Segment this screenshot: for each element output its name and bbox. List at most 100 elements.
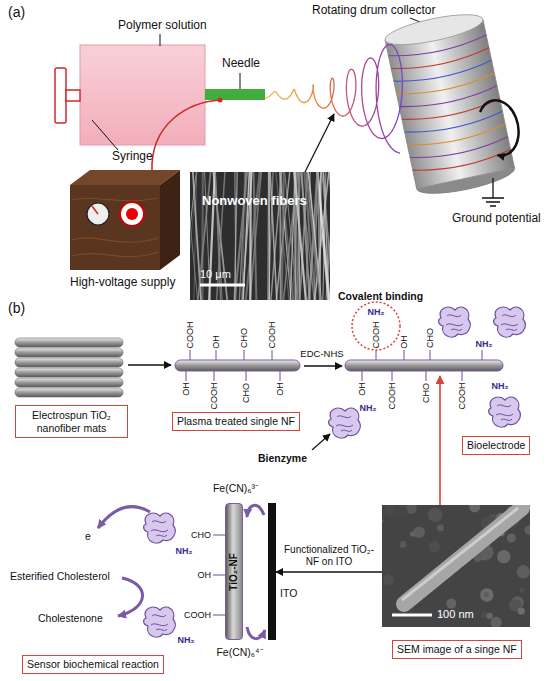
sem-image — [402, 508, 518, 600]
nanofiber-mat — [15, 338, 123, 397]
electrode-bar: ITO — [268, 503, 276, 640]
pointer-arrow — [312, 434, 330, 450]
scale-label: 10 μm — [200, 268, 231, 281]
drum-collector — [417, 168, 517, 200]
sem-grain — [518, 607, 525, 614]
sem-image — [200, 284, 245, 287]
fiber-wrap — [388, 35, 511, 176]
electron-label: e — [85, 530, 91, 542]
enzyme — [439, 307, 471, 337]
sem-image — [190, 172, 330, 300]
drum-collector — [383, 6, 529, 200]
nanofiber-rod — [15, 358, 123, 367]
reagent-label: EDC-NHS — [300, 349, 343, 360]
caption-text: SEM image of a singe NF — [397, 643, 517, 656]
group-label: COOH — [371, 322, 381, 349]
sem-grain — [453, 517, 458, 522]
fiber-streak — [294, 172, 306, 300]
caption-box: Sensor biochemical reaction — [22, 655, 164, 674]
amine-label: NH₂ — [368, 307, 385, 317]
sem-grain — [520, 588, 525, 593]
sem-grain — [394, 505, 408, 518]
group-label: OH — [198, 570, 212, 580]
leader-line — [240, 73, 241, 89]
fiber-wrap — [399, 86, 498, 113]
amine-label: NH₂ — [178, 635, 195, 645]
caption-box: Bioelectrode — [462, 436, 530, 455]
fiber-streak — [242, 172, 252, 300]
nanofiber-rod — [15, 338, 123, 347]
sem-grain — [400, 541, 407, 548]
fiber-streak — [294, 172, 305, 300]
sem-grain — [406, 505, 417, 514]
part-label: Syringe — [112, 150, 153, 164]
enzyme — [144, 607, 176, 637]
electrode-label: ITO — [280, 587, 297, 599]
fiber-streak — [267, 172, 269, 300]
amine-label: NH₂ — [176, 546, 193, 556]
group-label: CHO — [421, 383, 431, 403]
fiber-wrap — [397, 73, 496, 100]
fiber-streak — [315, 172, 329, 300]
fiber-wrap — [394, 60, 493, 87]
hv-supply — [70, 170, 180, 270]
note-label: Covalent binding — [338, 290, 423, 302]
sem-grain — [487, 613, 493, 619]
group-label: CHO — [425, 328, 435, 348]
part-label: Bienzyme — [258, 452, 307, 464]
single-nanofiber — [345, 360, 503, 371]
enzyme — [329, 408, 361, 438]
syringe — [66, 90, 80, 101]
caption-text: Bioelectrode — [467, 439, 525, 452]
caption-text: Sensor biochemical reaction — [27, 658, 159, 671]
fiber-wrap — [407, 124, 506, 151]
sem-grain — [413, 526, 425, 538]
sem-grain — [446, 599, 456, 609]
reaction-arrow — [98, 507, 150, 528]
fiber-streak — [234, 172, 237, 300]
group-label: OH — [181, 382, 191, 396]
group-label: COOH — [267, 322, 277, 349]
species-label: Esterified Cholesterol — [10, 570, 110, 582]
fiber-streak — [235, 172, 247, 300]
pointer-arrow — [439, 376, 441, 505]
sem-image — [380, 501, 534, 628]
caption-text: Electrospun TiO₂ nanofiber mats — [20, 409, 123, 434]
ground-symbol — [482, 178, 504, 206]
group-label: COOH — [185, 322, 195, 349]
panel-label: (b) — [8, 300, 25, 316]
fiber-streak — [270, 172, 277, 300]
species-label: Fe(CN)₆⁴⁻ — [216, 646, 263, 658]
hv-contact — [218, 98, 223, 103]
syringe — [55, 45, 205, 145]
group-label: OH — [357, 382, 367, 396]
sem-image — [190, 172, 330, 300]
leader-line — [160, 34, 161, 46]
caption-box: Electrospun TiO₂ nanofiber mats — [15, 405, 128, 438]
sem-grain — [491, 617, 502, 627]
part-label: High-voltage supply — [70, 276, 175, 290]
electrode-label: TiO₂-NF — [228, 553, 240, 591]
caption-text: Plasma treated single NF — [177, 415, 295, 428]
sem-image — [402, 508, 522, 604]
single-nanofiber — [175, 360, 300, 371]
syringe — [80, 45, 205, 145]
bond-line — [186, 350, 280, 381]
fiber-wrap — [410, 137, 509, 164]
nanofiber-rod — [15, 348, 123, 357]
panel-label: (a) — [8, 4, 25, 20]
hv-supply — [87, 203, 109, 225]
syringe — [55, 68, 66, 123]
fiber-streak — [329, 172, 330, 300]
fiber-streak — [190, 172, 197, 300]
fiber-jet — [265, 45, 402, 154]
hv-supply — [70, 185, 160, 270]
sem-image: Nonwoven fibers10 μm — [190, 172, 330, 300]
group-label: OH — [211, 335, 221, 349]
fiber-streak — [215, 172, 222, 300]
fiber-streak — [209, 172, 215, 300]
part-label: Ground potential — [452, 212, 541, 226]
sem-grain — [497, 550, 510, 563]
electrode-bar: TiO₂-NF — [225, 503, 243, 640]
drum-collector — [478, 96, 523, 158]
